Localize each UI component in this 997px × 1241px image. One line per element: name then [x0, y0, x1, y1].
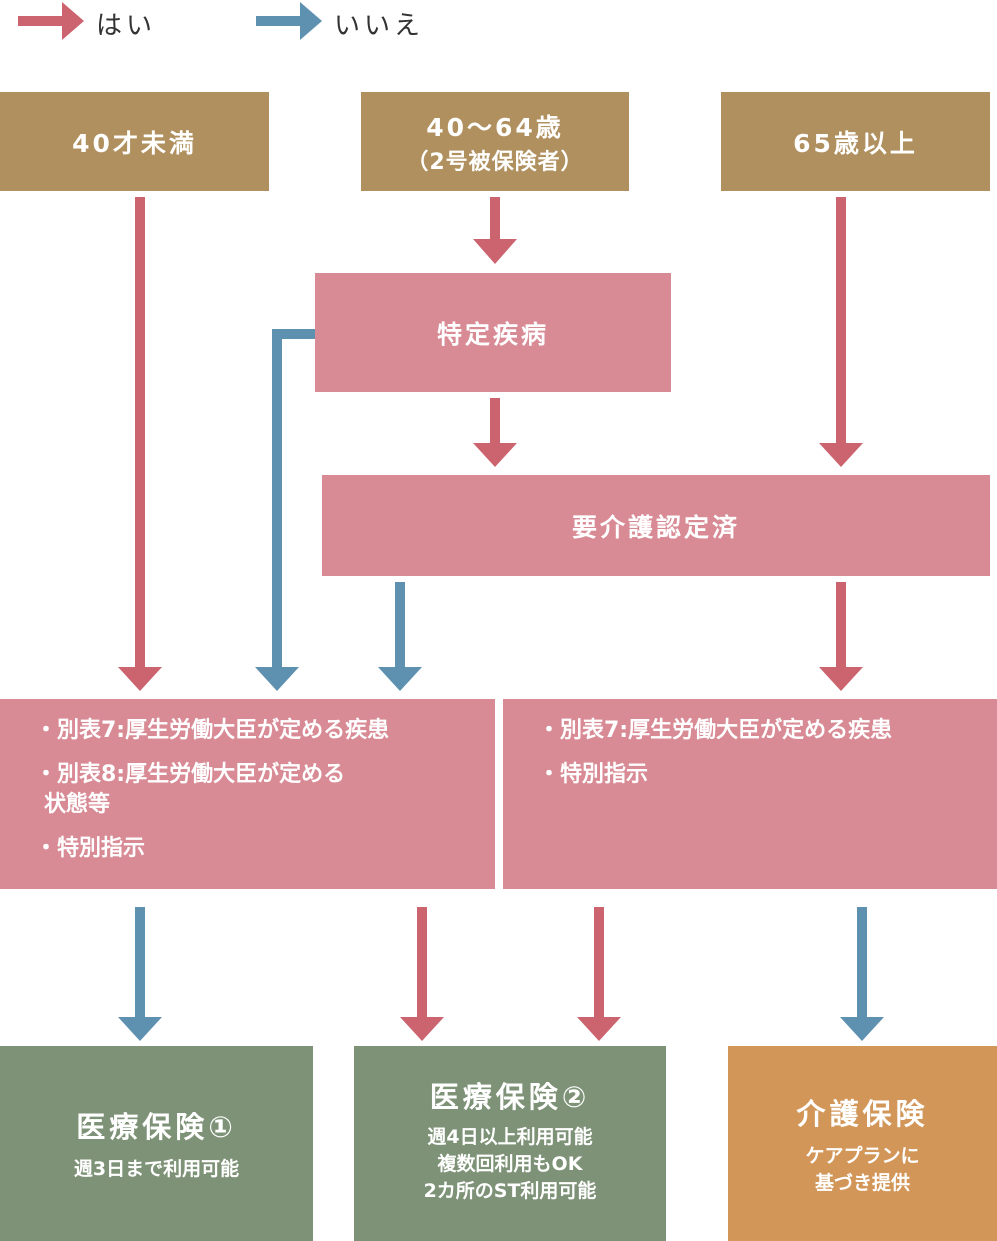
arrow-40to64-to-disease: [473, 197, 517, 264]
medical-insurance-1-box: 医療保険① 週3日まで利用可能: [0, 1046, 313, 1241]
arrow-disease-to-left-no: [255, 329, 315, 691]
medical-insurance-2-box: 医療保険② 週4日以上利用可能 複数回利用もOK 2カ所のST利用可能: [354, 1046, 666, 1241]
left-conditions-box: ・別表7:厚生労働大臣が定める疾患 ・別表8:厚生労働大臣が定める 状態等 ・特…: [0, 699, 495, 889]
age-over65-box: 65歳以上: [721, 92, 990, 191]
care-insurance-title: 介護保険: [796, 1096, 929, 1131]
medical-insurance-2-line: 複数回利用もOK: [437, 1153, 583, 1175]
left-condition-item: ・別表8:厚生労働大臣が定める: [35, 762, 346, 787]
age-over65-label: 65歳以上: [793, 128, 918, 158]
medical-insurance-1-line: 週3日まで利用可能: [73, 1158, 240, 1180]
legend-yes-label: はい: [96, 11, 157, 41]
arrow-left-to-medical2-yes: [400, 907, 444, 1041]
care-certified-box: 要介護認定済: [322, 475, 990, 576]
legend-no-arrow: [256, 2, 322, 40]
right-condition-item: ・別表7:厚生労働大臣が定める疾患: [538, 718, 893, 743]
age-under40-box: 40才未満: [0, 92, 269, 191]
specified-disease-label: 特定疾病: [436, 319, 549, 349]
age-under40-label: 40才未満: [72, 128, 197, 158]
left-condition-item: 状態等: [44, 792, 111, 817]
care-certified-label: 要介護認定済: [571, 512, 740, 542]
left-condition-item: ・別表7:厚生労働大臣が定める疾患: [35, 718, 390, 743]
specified-disease-box: 特定疾病: [315, 273, 671, 392]
right-condition-item: ・特別指示: [538, 762, 649, 787]
legend-no-label: いいえ: [334, 11, 425, 41]
medical-insurance-2-line: 週4日以上利用可能: [427, 1126, 593, 1148]
care-insurance-line: 基づき提供: [814, 1171, 910, 1194]
right-conditions-box: ・別表7:厚生労働大臣が定める疾患 ・特別指示: [503, 699, 997, 889]
arrow-under40-to-left: [118, 197, 162, 691]
arrow-certified-to-right-yes: [819, 582, 863, 691]
medical-insurance-2-title: 医療保険②: [429, 1080, 591, 1114]
arrow-over65-to-certified: [819, 197, 863, 467]
arrow-left-to-medical1-no: [118, 907, 162, 1041]
care-insurance-box: 介護保険 ケアプランに 基づき提供: [728, 1046, 997, 1241]
left-condition-item: ・特別指示: [35, 836, 146, 861]
legend-yes-arrow: [18, 2, 84, 40]
arrow-disease-to-certified: [473, 398, 517, 467]
arrow-right-to-medical2-yes: [577, 907, 621, 1041]
age-40to64-sublabel: （2号被保険者）: [406, 149, 584, 175]
arrow-right-to-care-no: [840, 907, 884, 1041]
medical-insurance-2-line: 2カ所のST利用可能: [423, 1180, 597, 1202]
age-40to64-label: 40～64歳: [426, 112, 564, 142]
age-40to64-box: 40～64歳 （2号被保険者）: [361, 92, 629, 191]
arrow-certified-to-left-no: [378, 582, 422, 691]
care-insurance-line: ケアプランに: [805, 1144, 920, 1167]
medical-insurance-1-title: 医療保険①: [76, 1110, 237, 1144]
